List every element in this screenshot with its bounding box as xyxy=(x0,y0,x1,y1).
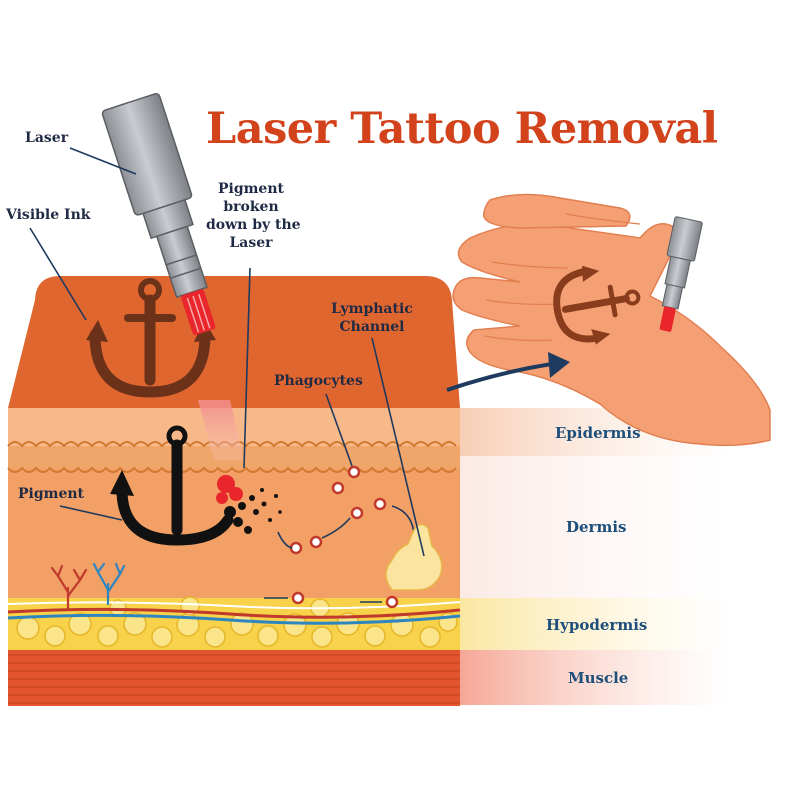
laser-device-icon xyxy=(101,93,216,336)
label-pigment-broken-line-1: Pigment xyxy=(217,181,284,197)
phagocytes xyxy=(289,465,433,609)
label-laser: Laser xyxy=(25,130,69,146)
leader-lines xyxy=(29,147,425,557)
label-lymphatic-line-1: Lymphatic xyxy=(331,301,413,317)
pigment-anchor-icon xyxy=(110,425,234,546)
layer-label-hypodermis: Hypodermis xyxy=(546,616,648,634)
label-lymphatic-channel: Lymphatic Channel xyxy=(324,300,420,336)
page-title: Laser Tattoo Removal xyxy=(206,104,718,154)
fat-cells xyxy=(16,596,458,648)
label-pigment: Pigment xyxy=(18,486,85,502)
label-phagocytes: Phagocytes xyxy=(274,373,363,389)
label-lymphatic-line-2: Channel xyxy=(339,319,405,335)
lymphatic-vessel xyxy=(385,523,443,591)
label-pigment-broken: Pigment broken down by the Laser xyxy=(206,180,301,252)
hand-laser-icon xyxy=(659,216,703,332)
laser-beam-skin xyxy=(198,400,244,460)
hand-anchor-tattoo-icon xyxy=(553,265,641,345)
layer-label-muscle: Muscle xyxy=(568,669,629,687)
label-pigment-broken-line-3: down by the xyxy=(206,217,301,233)
dermis-band xyxy=(455,456,730,598)
layer-label-dermis: Dermis xyxy=(566,518,627,536)
label-pigment-broken-line-2: broken xyxy=(223,199,279,215)
label-pigment-broken-line-4: Laser xyxy=(229,235,273,251)
hypodermis-band xyxy=(455,598,730,650)
layer-label-epidermis: Epidermis xyxy=(555,424,641,442)
skin-surface xyxy=(8,276,460,408)
broken-pigment-particles xyxy=(216,475,282,534)
anchor-tattoo-icon xyxy=(86,278,216,398)
label-visible-ink: Visible Ink xyxy=(6,207,91,223)
capillary-branches xyxy=(50,562,126,612)
curved-arrow-icon xyxy=(446,352,570,392)
hand-icon xyxy=(452,193,771,447)
muscle-layer xyxy=(8,650,460,706)
muscle-band xyxy=(455,650,730,705)
